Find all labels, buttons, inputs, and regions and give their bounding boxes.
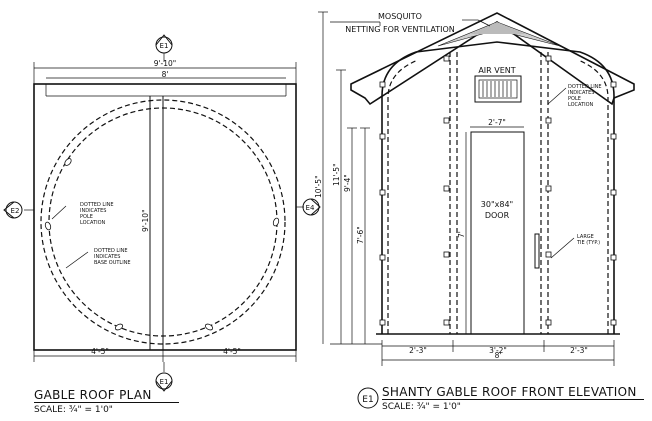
section-marker-right: E4: [296, 198, 321, 216]
svg-text:4'-5": 4'-5": [91, 347, 109, 356]
svg-text:2'-3": 2'-3": [409, 346, 427, 355]
svg-text:4'-5": 4'-5": [223, 347, 241, 356]
ties: [379, 55, 617, 326]
note-pole-elevation: DOTTED LINE INDICATES POLE LOCATION: [547, 84, 603, 108]
roof-profile: [350, 12, 635, 106]
plan-title-underline: [34, 402, 179, 403]
note-pole-plan: DOTTED LINE INDICATES POLE LOCATION: [51, 202, 115, 226]
svg-text:3'-2": 3'-2": [489, 346, 507, 355]
svg-text:8': 8': [162, 70, 169, 79]
svg-text:DOTTED LINE INDICATES: DOTTED LINE INDICATES BASE OUTLINE: [94, 248, 131, 266]
svg-text:10'-5": 10'-5": [314, 175, 323, 198]
section-marker-bottom: E1: [155, 362, 173, 392]
svg-text:30"x84": 30"x84": [481, 200, 513, 209]
svg-text:11'-5": 11'-5": [332, 163, 341, 186]
shed-body: [381, 41, 615, 334]
dim-door-height: 7': [457, 132, 467, 334]
elevation-scale: SCALE: ¾" = 1'0": [382, 402, 461, 412]
svg-text:LARGE TIE (TYP.): LARGE TIE (TYP.): [576, 234, 600, 246]
roof-outline: [33, 83, 297, 351]
svg-text:9'-4": 9'-4": [343, 174, 352, 192]
svg-text:7'-6": 7'-6": [356, 226, 365, 244]
pole-markers: [44, 158, 280, 331]
section-marker-left: E2: [3, 201, 34, 219]
section-marker-top: E1: [155, 34, 173, 54]
svg-text:E2: E2: [11, 207, 20, 215]
svg-text:NETTING FOR VENTILATION: NETTING FOR VENTILATION: [345, 25, 455, 34]
plan-title: GABLE ROOF PLAN: [34, 388, 152, 402]
dim-bottom-segments: 2'-3" 3'-2" 2'-3" 8': [381, 340, 615, 366]
dim-depth-label: 9'-10": [141, 209, 150, 232]
elevation-marker: E1: [357, 387, 379, 409]
svg-text:2'-7": 2'-7": [488, 118, 506, 127]
elevation-title-underline: [382, 399, 644, 400]
door: [470, 131, 525, 335]
mosquito-label: MOSQUITO NETTING FOR VENTILATION: [330, 12, 491, 34]
svg-text:AIR VENT: AIR VENT: [478, 66, 515, 75]
svg-text:E1: E1: [160, 42, 169, 50]
air-vent: AIR VENT: [474, 66, 522, 103]
svg-text:2'-3": 2'-3": [570, 346, 588, 355]
svg-text:MOSQUITO: MOSQUITO: [378, 12, 422, 21]
svg-text:9'-10": 9'-10": [154, 59, 177, 68]
note-base-plan: DOTTED LINE INDICATES BASE OUTLINE: [65, 248, 131, 269]
dim-door-width: 2'-7": [470, 118, 524, 128]
front-elevation: MOSQUITO NETTING FOR VENTILATION AIR VEN…: [314, 11, 635, 409]
door-handle: [534, 233, 540, 269]
elevation-title: SHANTY GABLE ROOF FRONT ELEVATION: [382, 385, 637, 399]
svg-text:E4: E4: [306, 204, 315, 212]
svg-text:DOOR: DOOR: [485, 211, 510, 220]
plan-scale: SCALE: ¾" = 1'0": [34, 405, 113, 415]
gable-roof-plan: E1 9'-10" 8': [3, 34, 321, 392]
dim-bottom-halves: 4'-5" 4'-5": [33, 347, 297, 362]
note-tie: LARGE TIE (TYP.): [550, 234, 600, 259]
dim-overall-width: 9'-10": [33, 59, 297, 84]
svg-text:7': 7': [457, 231, 466, 238]
svg-text:E1: E1: [160, 378, 169, 386]
svg-text:8': 8': [495, 351, 502, 360]
svg-text:DOTTED LINE INDICATES: DOTTED LINE INDICATES POLE LOCATION: [568, 84, 603, 108]
dim-heights: 10'-5" 11'-5" 9'-4" 7'-6": [314, 11, 382, 345]
dim-inner-width: 8': [46, 70, 286, 79]
svg-text:DOTTED LINE INDICATES: DOTTED LINE INDICATES POLE LOCATION: [80, 202, 115, 226]
base-outline-circle: [40, 99, 286, 345]
svg-text:E1: E1: [362, 395, 373, 405]
